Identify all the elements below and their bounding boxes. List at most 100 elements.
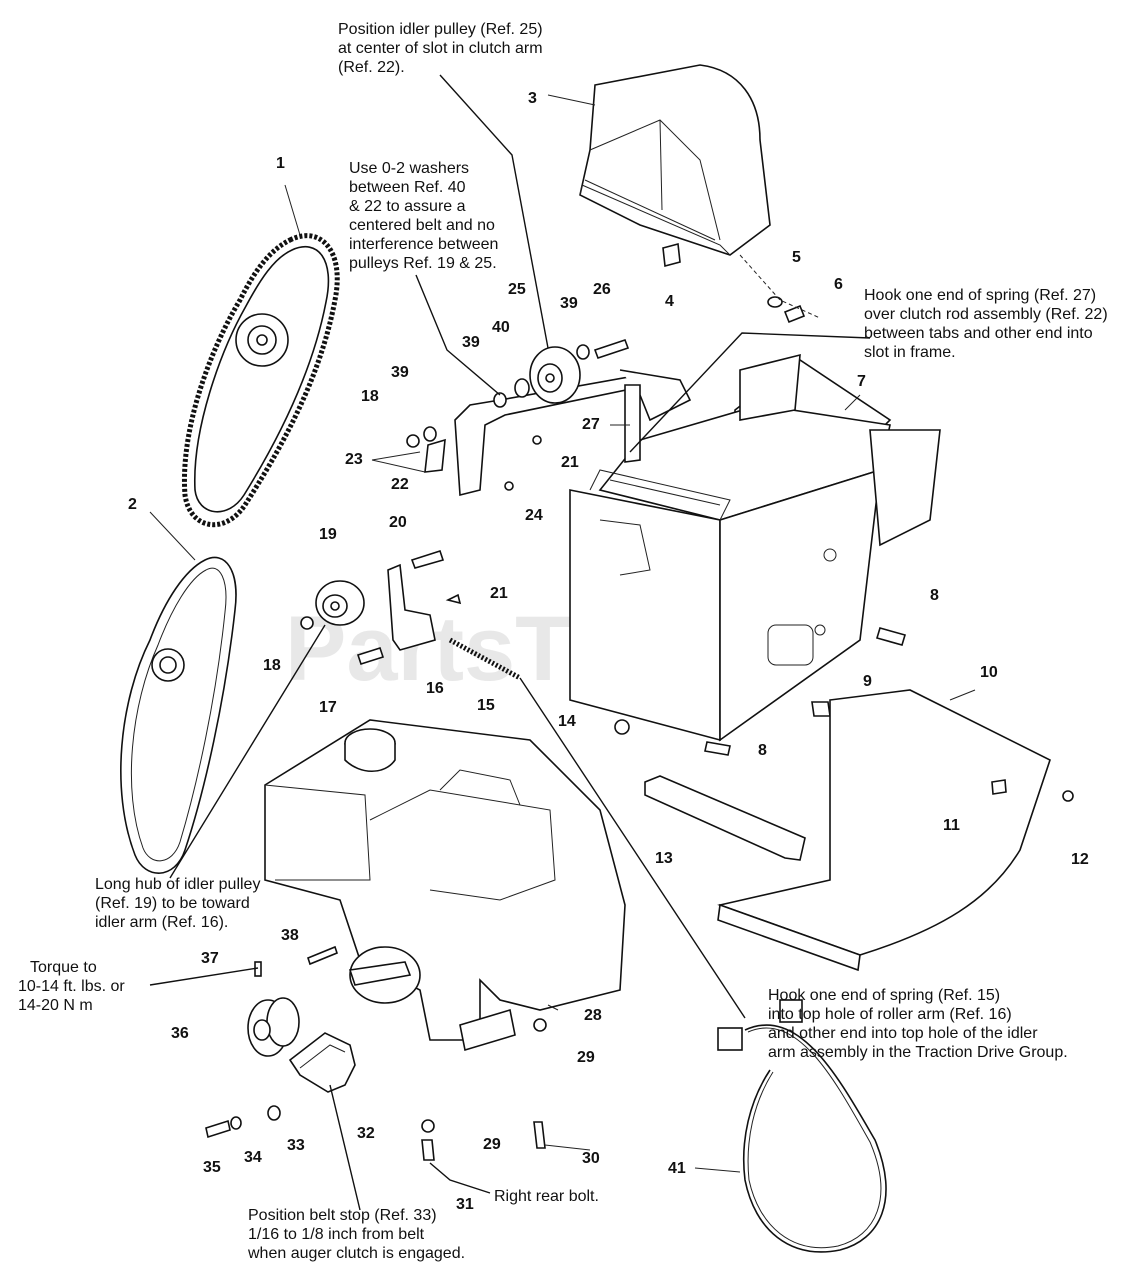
screw-24[interactable] [504, 481, 514, 491]
belt-stop-32[interactable] [288, 1032, 356, 1093]
svg-text:Position idler pulley (Ref. 25: Position idler pulley (Ref. 25) [338, 21, 543, 38]
nut-14[interactable] [614, 719, 630, 735]
ref-39-a: 39 [391, 364, 409, 381]
ref-27: 27 [582, 416, 600, 433]
bolt-30[interactable] [533, 1121, 546, 1149]
svg-text:Hook one end of spring (Ref. 1: Hook one end of spring (Ref. 15) [768, 987, 1000, 1004]
clip-4[interactable] [662, 242, 681, 268]
bolt-31[interactable] [421, 1139, 435, 1161]
ref-9: 9 [863, 673, 872, 690]
lockwasher-34[interactable] [230, 1116, 242, 1130]
bracket-23[interactable] [424, 438, 446, 473]
svg-text:1/16 to 1/8 inch from belt: 1/16 to 1/8 inch from belt [248, 1226, 425, 1243]
svg-text:Right rear bolt.: Right rear bolt. [494, 1188, 599, 1205]
ref-3: 3 [528, 90, 537, 107]
ref-37: 37 [201, 950, 219, 967]
ref-7: 7 [857, 373, 866, 390]
key-38[interactable] [307, 945, 338, 966]
washer-40[interactable] [514, 378, 530, 398]
nut-18-b[interactable] [300, 616, 314, 630]
ref-5: 5 [792, 249, 801, 266]
idler-arm-16[interactable] [387, 563, 436, 651]
bracket-13[interactable] [644, 775, 806, 861]
ref-38: 38 [281, 927, 299, 944]
clip-11[interactable] [991, 779, 1007, 795]
ref-29-b: 29 [483, 1136, 501, 1153]
ref-26: 26 [593, 281, 611, 298]
ref-18-a: 18 [361, 388, 379, 405]
auger-belt-2[interactable] [120, 556, 237, 874]
svg-text:14-20 N m: 14-20 N m [18, 997, 93, 1014]
wire-harness-41[interactable] [717, 999, 887, 1253]
idler-pulley-25[interactable] [529, 346, 581, 404]
ref-12: 12 [1071, 851, 1089, 868]
washer-33[interactable] [267, 1105, 281, 1121]
svg-text:(Ref. 22).: (Ref. 22). [338, 59, 405, 76]
svg-text:when auger clutch is engaged.: when auger clutch is engaged. [247, 1245, 465, 1262]
ref-14: 14 [558, 713, 576, 730]
auger-pulley-36[interactable] [247, 997, 300, 1057]
clutch-rod-27[interactable] [624, 384, 641, 463]
frame-7[interactable] [569, 353, 941, 742]
bolt-20[interactable] [410, 549, 445, 569]
ref-24: 24 [525, 507, 543, 524]
ref-6: 6 [834, 276, 843, 293]
washer-5[interactable] [767, 296, 783, 308]
svg-text:10-14 ft. lbs. or: 10-14 ft. lbs. or [18, 978, 125, 995]
idler-pulley-19[interactable] [315, 580, 365, 626]
ref-21-b: 21 [490, 585, 508, 602]
note-hub-19: Long hub of idler pulley (Ref. 19) to be… [95, 876, 260, 931]
bolt-8-b[interactable] [704, 741, 731, 756]
washer-39-c[interactable] [423, 426, 437, 442]
screw-12[interactable] [1062, 790, 1074, 802]
bolt-8-a[interactable] [875, 627, 907, 646]
ref-19: 19 [319, 526, 337, 543]
nut-29-b[interactable] [421, 1119, 435, 1133]
nut-18-a[interactable] [406, 434, 420, 448]
bolt-17[interactable] [356, 646, 385, 666]
drive-belt-1[interactable] [181, 233, 340, 528]
svg-text:interference between: interference between [349, 236, 498, 253]
ref-31: 31 [456, 1196, 474, 1213]
bolt-35[interactable] [205, 1119, 231, 1139]
ref-39-b: 39 [462, 334, 480, 351]
svg-text:& 22 to assure a: & 22 to assure a [349, 198, 466, 215]
svg-text:at center of slot in clutch ar: at center of slot in clutch arm [338, 40, 543, 57]
screw-21-b[interactable] [445, 593, 462, 605]
svg-text:arm assembly in the Traction D: arm assembly in the Traction Drive Group… [768, 1044, 1068, 1061]
note-rear-bolt: Right rear bolt. [494, 1188, 599, 1205]
ref-34: 34 [244, 1149, 262, 1166]
nut-9[interactable] [811, 701, 831, 717]
engine-28[interactable] [264, 719, 626, 1052]
ref-28: 28 [584, 1007, 602, 1024]
svg-text:(Ref. 19) to be toward: (Ref. 19) to be toward [95, 895, 250, 912]
screw-21-a[interactable] [532, 435, 542, 445]
ref-25: 25 [508, 281, 526, 298]
bolt-26[interactable] [593, 338, 630, 360]
reference-numbers: 1 2 3 4 5 6 7 8 8 9 10 11 12 13 14 15 16… [128, 90, 1089, 1213]
belt-cover-3[interactable] [579, 64, 771, 256]
note-spring-15: Hook one end of spring (Ref. 15) into to… [768, 987, 1068, 1061]
note-spring-27: Hook one end of spring (Ref. 27) over cl… [864, 287, 1108, 361]
washer-39-a[interactable] [493, 392, 507, 408]
svg-text:and other end into top hole of: and other end into top hole of the idler [768, 1025, 1038, 1042]
svg-text:into top hole of roller arm (R: into top hole of roller arm (Ref. 16) [768, 1006, 1012, 1023]
svg-text:Long hub of idler pulley: Long hub of idler pulley [95, 876, 260, 893]
svg-text:between Ref. 40: between Ref. 40 [349, 179, 466, 196]
ref-2: 2 [128, 496, 137, 513]
washer-39-b[interactable] [576, 344, 590, 360]
screw-6[interactable] [783, 304, 806, 324]
ref-20: 20 [389, 514, 407, 531]
ref-39-c: 39 [560, 295, 578, 312]
ref-32: 32 [357, 1125, 375, 1142]
svg-text:between tabs and other end int: between tabs and other end into [864, 325, 1093, 342]
ref-41: 41 [668, 1160, 686, 1177]
spring-15[interactable] [448, 637, 522, 681]
ref-8-b: 8 [758, 742, 767, 759]
ref-33: 33 [287, 1137, 305, 1154]
ref-17: 17 [319, 699, 337, 716]
leader-lines [149, 74, 976, 1211]
panel-10[interactable] [717, 689, 1051, 972]
nut-29-a[interactable] [533, 1018, 547, 1032]
